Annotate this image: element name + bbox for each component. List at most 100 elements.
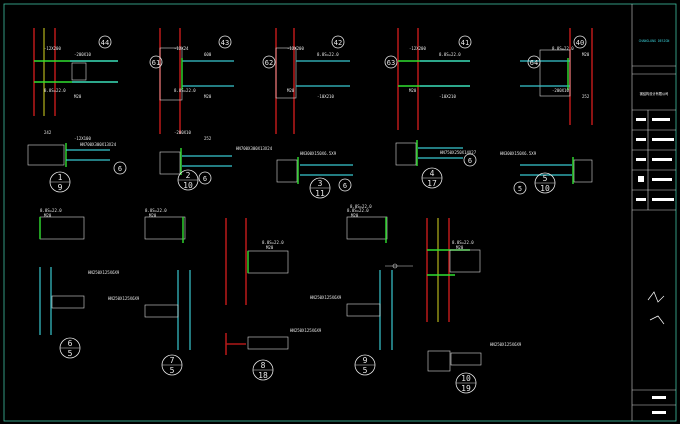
detail-bubble-sheet: 10 bbox=[183, 181, 193, 190]
joint-tag-text: 41 bbox=[461, 39, 469, 47]
dimension-label: M20 bbox=[74, 94, 82, 99]
member-label: HN250X125X6X9 bbox=[88, 270, 120, 275]
dimension-label: 252 bbox=[204, 136, 212, 141]
joint-tag-circle bbox=[458, 35, 472, 49]
drawing-frame bbox=[3, 3, 677, 422]
dimension-label: -200X10 bbox=[74, 52, 91, 57]
joint-side-tag-circle bbox=[527, 55, 541, 69]
detail-bubble-number: 6 bbox=[68, 339, 73, 348]
ref-tag-text: 6 bbox=[118, 165, 122, 173]
detail-bubble-sheet: 10 bbox=[540, 184, 550, 193]
joint-tag-text: 43 bbox=[221, 39, 229, 47]
detail-bubble-number: 9 bbox=[363, 356, 368, 365]
detail-bubble-number: 4 bbox=[430, 169, 435, 178]
bolt-grade-label: M20 bbox=[351, 213, 359, 218]
title-company: 钢结构设计有限公司 bbox=[640, 91, 669, 96]
annotation-layer: 44-12X200-200X108.8S=22.0M20242-12X10043… bbox=[40, 35, 590, 394]
bolt-label: 8.8S=22.0 bbox=[262, 240, 284, 245]
joint-side-tag-circle bbox=[149, 55, 163, 69]
note-label: 8.8S=22.0 bbox=[350, 204, 372, 209]
ref-tag-text: 6 bbox=[343, 182, 347, 190]
dimension-label: M20 bbox=[204, 94, 212, 99]
top-joint-2 bbox=[159, 28, 234, 134]
dimension-label: 600 bbox=[204, 52, 212, 57]
detail-bubble-number: 3 bbox=[318, 179, 323, 188]
ref-tag-text: 6 bbox=[203, 175, 207, 183]
member-label: HN300X150X6.5X9 bbox=[500, 151, 537, 156]
beam-detail-5 bbox=[520, 157, 593, 184]
lower-detail-8 bbox=[225, 218, 289, 355]
title-stamp: CHANGLONG DESIGN bbox=[639, 39, 670, 43]
dimension-label: -200X10 bbox=[174, 130, 191, 135]
beam-detail-3 bbox=[276, 157, 353, 184]
dimension-label: M20 bbox=[409, 88, 417, 93]
detail-bubble-number: 5 bbox=[543, 174, 548, 183]
signature bbox=[647, 291, 665, 325]
joint-tag-circle bbox=[218, 35, 232, 49]
joint-tag-circle bbox=[331, 35, 345, 49]
bolt-grade-label: M20 bbox=[456, 245, 464, 250]
joint-side-tag-circle bbox=[262, 55, 276, 69]
joint-side-tag-text: 61 bbox=[152, 59, 160, 67]
lower-detail-10 bbox=[426, 218, 482, 372]
dimension-label: -10X210 bbox=[317, 94, 334, 99]
detail-bubble-number: 1 bbox=[58, 173, 63, 182]
ref-tag-circle bbox=[113, 161, 127, 175]
bolt-label: 8.8S=22.0 bbox=[347, 208, 369, 213]
beam-detail-1 bbox=[27, 143, 110, 167]
dimension-label: 8.8S=22.0 bbox=[552, 46, 574, 51]
dimension-label: -12X200 bbox=[44, 46, 61, 51]
lower-detail-6 bbox=[39, 216, 85, 335]
detail-bubble-sheet: 5 bbox=[68, 349, 73, 358]
bolt-grade-label: M20 bbox=[266, 245, 274, 250]
dimension-label: 252 bbox=[582, 94, 590, 99]
detail-bubble-number: 7 bbox=[170, 356, 175, 365]
detail-bubble-sheet: 18 bbox=[258, 371, 268, 380]
joint-side-tag-text: 64 bbox=[530, 59, 538, 67]
beam-detail-4 bbox=[395, 140, 463, 166]
title-block: CHANGLONG DESIGN 钢结构设计有限公司 bbox=[631, 4, 676, 421]
member-label: HN250X125X6X9 bbox=[290, 328, 322, 333]
detail-bubble-sheet: 5 bbox=[170, 366, 175, 375]
dimension-label: M20 bbox=[287, 88, 295, 93]
lower-detail-7 bbox=[144, 216, 191, 350]
dimension-label: -12X200 bbox=[409, 46, 426, 51]
beam-detail-2 bbox=[159, 148, 232, 175]
detail-bubble-sheet: 5 bbox=[363, 366, 368, 375]
ref-tag-circle bbox=[513, 181, 527, 195]
member-label: HN300X150X6.5X9 bbox=[300, 151, 337, 156]
dimension-label: -200X10 bbox=[552, 88, 569, 93]
member-label: HN250X125X6X9 bbox=[108, 296, 140, 301]
ref-tag-text: 6 bbox=[468, 157, 472, 165]
joint-tag-circle bbox=[573, 35, 587, 49]
ref-tag-circle bbox=[338, 178, 352, 192]
dimension-label: 8.8S=22.0 bbox=[317, 52, 339, 57]
dimension-label: -10X210 bbox=[439, 94, 456, 99]
dimension-label: -12X200 bbox=[287, 46, 304, 51]
member-label: HN700X300X13X24 bbox=[236, 146, 273, 151]
detail-bubble-sheet: 17 bbox=[427, 179, 437, 188]
top-joint-1 bbox=[33, 28, 118, 116]
ref-tag-circle bbox=[198, 171, 212, 185]
dimension-label: 8.8S=22.0 bbox=[174, 88, 196, 93]
bolt-label: 8.8S=22.0 bbox=[452, 240, 474, 245]
joint-tag-text: 42 bbox=[334, 39, 342, 47]
ref-tag-text: 5 bbox=[518, 185, 522, 193]
member-label: HN750X250X14X27 bbox=[440, 150, 477, 155]
detail-bubble-number: 8 bbox=[261, 361, 266, 370]
joint-tag-text: 44 bbox=[101, 39, 109, 47]
top-joint-3 bbox=[275, 28, 350, 134]
member-label: HN250X125X6X9 bbox=[310, 295, 342, 300]
dimension-label: -12X24 bbox=[174, 46, 189, 51]
member-label: HN700X300X13X24 bbox=[80, 142, 117, 147]
joint-tag-circle bbox=[98, 35, 112, 49]
dimension-label: 8.8S=22.0 bbox=[439, 52, 461, 57]
top-joint-4 bbox=[397, 28, 470, 130]
bolt-grade-label: M20 bbox=[44, 213, 52, 218]
joint-side-tag-text: 63 bbox=[387, 59, 395, 67]
bolt-label: 8.8S=22.0 bbox=[40, 208, 62, 213]
ref-tag-circle bbox=[463, 153, 477, 167]
dimension-label: 242 bbox=[44, 130, 52, 135]
bolt-label: 8.8S=22.0 bbox=[145, 208, 167, 213]
